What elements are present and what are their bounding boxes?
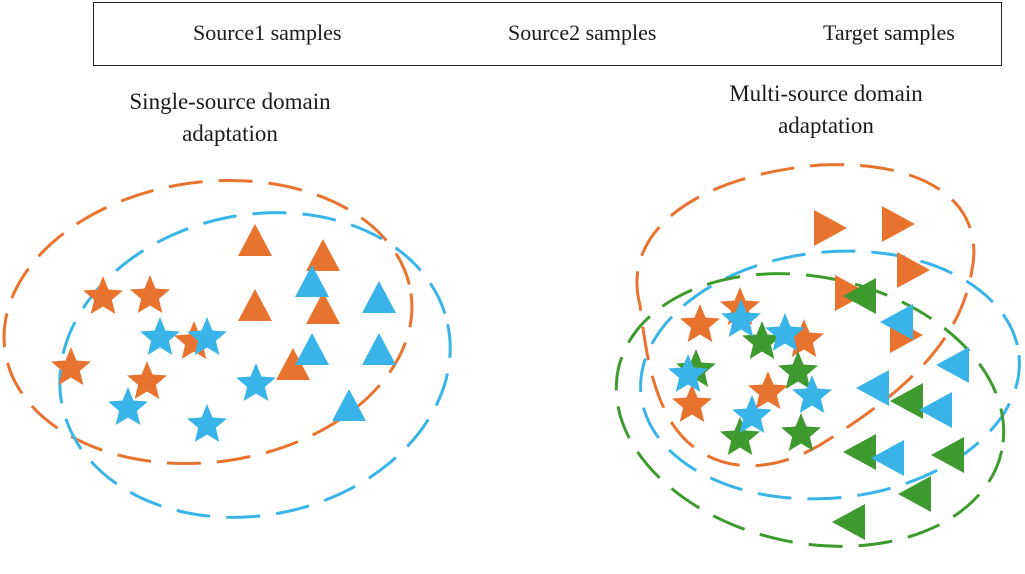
source1-boundary — [2, 178, 414, 466]
star-icon — [187, 404, 227, 442]
triangle-icon — [843, 434, 876, 470]
caption-line: Single-source domain — [129, 89, 331, 114]
legend — [93, 2, 1002, 66]
triangle-icon — [882, 206, 915, 242]
star-icon — [236, 363, 276, 401]
triangle-icon — [832, 504, 865, 540]
caption-line: adaptation — [182, 121, 278, 146]
star-icon — [51, 347, 91, 385]
triangle-icon — [897, 252, 930, 288]
star-icon — [680, 304, 720, 342]
triangle-icon — [306, 239, 340, 271]
triangle-icon — [814, 210, 847, 246]
caption-line: adaptation — [778, 113, 874, 138]
legend-label-source1: Source1 samples — [193, 20, 342, 45]
triangle-icon — [362, 281, 396, 313]
triangle-icon — [890, 383, 923, 419]
star-icon — [781, 413, 821, 451]
triangle-icon — [238, 224, 272, 256]
multi-source2-samples — [668, 299, 969, 476]
triangle-icon — [931, 437, 964, 473]
triangle-icon — [919, 392, 952, 428]
source1-boundary — [635, 163, 976, 468]
triangle-icon — [856, 370, 889, 406]
star-icon — [140, 317, 180, 355]
legend-label-target: Target samples — [823, 20, 955, 45]
triangle-icon — [936, 347, 969, 383]
triangle-icon — [295, 333, 329, 365]
single-source-caption: Single-source domain adaptation — [100, 86, 360, 150]
single-source1-samples — [51, 224, 340, 399]
multi-source-caption: Multi-source domain adaptation — [696, 78, 956, 142]
triangle-icon — [362, 333, 396, 365]
caption-line: Multi-source domain — [729, 81, 923, 106]
triangle-icon — [238, 289, 272, 321]
star-icon — [130, 275, 170, 313]
star-icon — [127, 361, 167, 399]
source2-boundary — [639, 249, 1021, 501]
star-icon — [668, 354, 708, 392]
star-icon — [83, 276, 123, 314]
legend-label-source2: Source2 samples — [508, 20, 657, 45]
